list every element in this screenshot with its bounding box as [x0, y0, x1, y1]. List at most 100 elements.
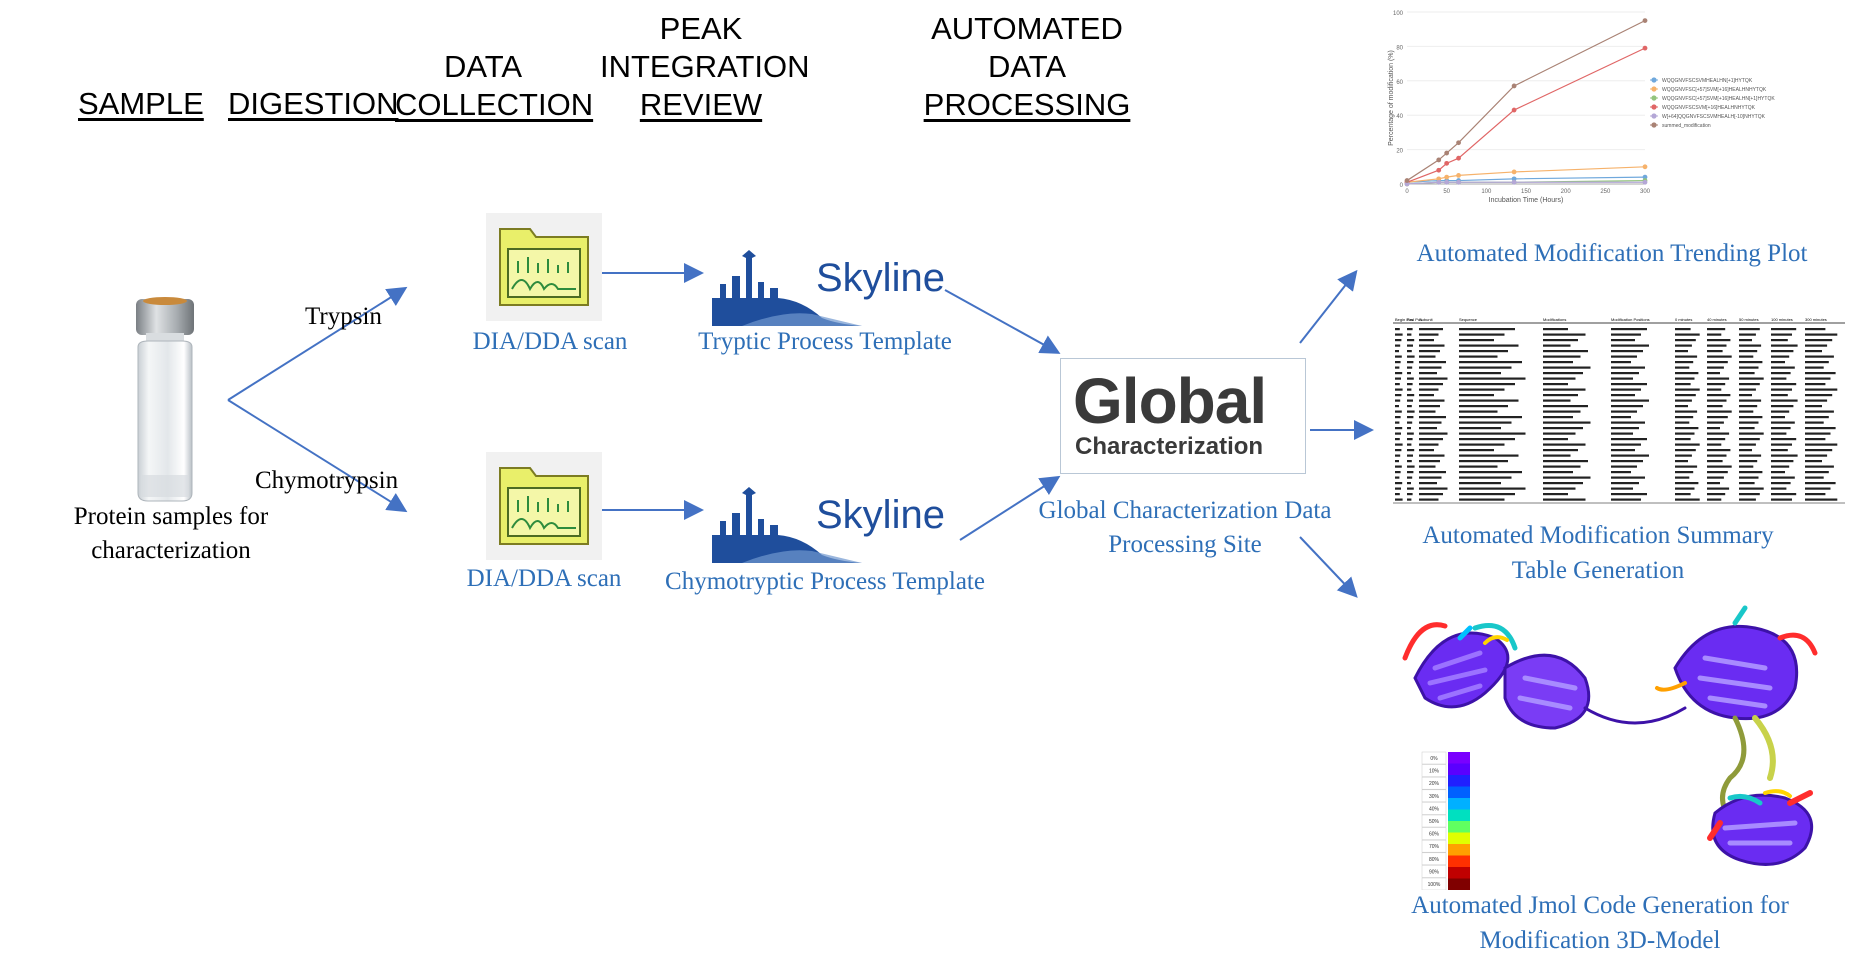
table-cell: [1419, 399, 1445, 402]
skyline-wordmark-top: Skyline: [816, 256, 945, 300]
color-scale-label-box: [1421, 789, 1447, 803]
table-cell: [1805, 443, 1838, 446]
table-cell: [1771, 476, 1795, 479]
table-cell: [1707, 449, 1731, 452]
table-cell: [1395, 438, 1400, 441]
arrow-global-to-jmol: [1299, 536, 1358, 598]
table-cell: [1771, 394, 1788, 397]
y-tick-label: 40: [1396, 114, 1403, 120]
table-cell: [1395, 443, 1403, 446]
table-cell: [1771, 377, 1787, 380]
table-cell: [1395, 372, 1403, 375]
table-cell: [1419, 344, 1445, 347]
legend-label: WQQGNVFSC[+57]SVM[+16]HEALHN[+1]HYTQK: [1662, 96, 1775, 102]
y-tick-label: 60: [1396, 80, 1403, 86]
table-cell: [1675, 366, 1690, 369]
table-cell: [1543, 333, 1586, 336]
table-cell: [1771, 333, 1792, 336]
table-cell: [1419, 355, 1436, 358]
x-tick-label: 200: [1561, 189, 1572, 195]
table-cell: [1459, 438, 1515, 441]
table-cell: [1675, 460, 1688, 463]
table-cell: [1395, 333, 1403, 336]
table-cell: [1407, 328, 1413, 331]
table-cell: [1611, 482, 1639, 485]
table-cell: [1611, 449, 1635, 452]
table-cell: [1407, 399, 1413, 402]
skyline-caption-bottom: Chymotryptic Process Template: [665, 568, 985, 595]
table-cell: [1805, 482, 1836, 485]
table-cell: [1543, 366, 1591, 369]
table-cell: [1407, 493, 1413, 496]
table-cell: [1707, 421, 1724, 424]
table-cell: [1805, 405, 1822, 408]
series-line: [1406, 181, 1645, 185]
table-cell: [1739, 487, 1764, 490]
header-peak-line3: REVIEW: [639, 87, 763, 122]
table-cell: [1707, 482, 1720, 485]
table-cell: [1395, 361, 1401, 364]
header-automated-line2: DATA: [987, 49, 1067, 84]
color-scale-label-box: [1421, 764, 1447, 777]
table-header-cell: 0 minutes: [1675, 317, 1692, 322]
y-tick-label: 20: [1396, 149, 1403, 155]
table-cell: [1407, 454, 1413, 457]
data-point: [1436, 176, 1442, 182]
table-cell: [1459, 487, 1526, 490]
table-cell: [1459, 427, 1501, 430]
color-scale-swatch: [1448, 752, 1470, 764]
global-logo: Global Characterization: [1060, 358, 1306, 474]
vial-image: [136, 297, 194, 502]
data-point: [1444, 150, 1450, 156]
table-cell: [1675, 493, 1691, 496]
table-cell: [1771, 405, 1794, 408]
scan-caption-bottom: DIA/DDA scan: [466, 565, 622, 592]
table-cell: [1407, 487, 1414, 490]
table-cell: [1805, 493, 1826, 496]
color-scale-label: 0%: [1430, 756, 1438, 762]
table-cell: [1395, 366, 1400, 369]
table-cell: [1407, 388, 1412, 391]
table-cell: [1771, 487, 1787, 490]
table-cell: [1419, 476, 1442, 479]
color-scale-label: 60%: [1429, 832, 1440, 838]
table-cell: [1611, 432, 1633, 435]
x-tick-label: 50: [1443, 189, 1450, 195]
sample-label-line1: Protein samples for: [73, 503, 269, 530]
table-cell: [1739, 355, 1754, 358]
table-cell: [1771, 410, 1790, 413]
header-automated-line1: AUTOMATED: [931, 11, 1123, 46]
table-cell: [1395, 471, 1401, 474]
color-scale-swatch: [1448, 855, 1470, 867]
data-point: [1642, 174, 1648, 180]
table-cell: [1459, 498, 1505, 501]
table-cell: [1771, 427, 1791, 430]
legend-label: summed_modification: [1662, 123, 1711, 129]
arrow-to-trypsin-scan: [227, 286, 408, 401]
table-cell: [1459, 383, 1515, 386]
color-scale-swatch: [1448, 798, 1470, 810]
table-cell: [1771, 344, 1798, 347]
table-cell: [1543, 460, 1588, 463]
table-cell: [1543, 355, 1581, 358]
table-cell: [1543, 344, 1571, 347]
color-scale-label-box: [1421, 827, 1447, 840]
color-scale-swatch: [1448, 786, 1470, 798]
table-cell: [1707, 498, 1722, 501]
table-cell: [1675, 410, 1698, 413]
table-cell: [1459, 399, 1519, 402]
table-cell: [1771, 454, 1798, 457]
jmol-caption: Automated Jmol Code Generation for Modif…: [1370, 888, 1830, 958]
table-cell: [1771, 421, 1795, 424]
table-cell: [1675, 449, 1696, 452]
data-point: [1456, 179, 1461, 185]
x-tick-label: 100: [1481, 189, 1492, 195]
table-cell: [1459, 372, 1501, 375]
table-cell: [1459, 476, 1512, 479]
table-cell: [1611, 443, 1641, 446]
table-cell: [1739, 350, 1758, 353]
data-point: [1404, 178, 1410, 183]
sample-label-line2: characterization: [91, 537, 251, 564]
sample-label: Protein samples for characterization: [30, 500, 312, 568]
color-scale-swatch: [1448, 775, 1470, 787]
